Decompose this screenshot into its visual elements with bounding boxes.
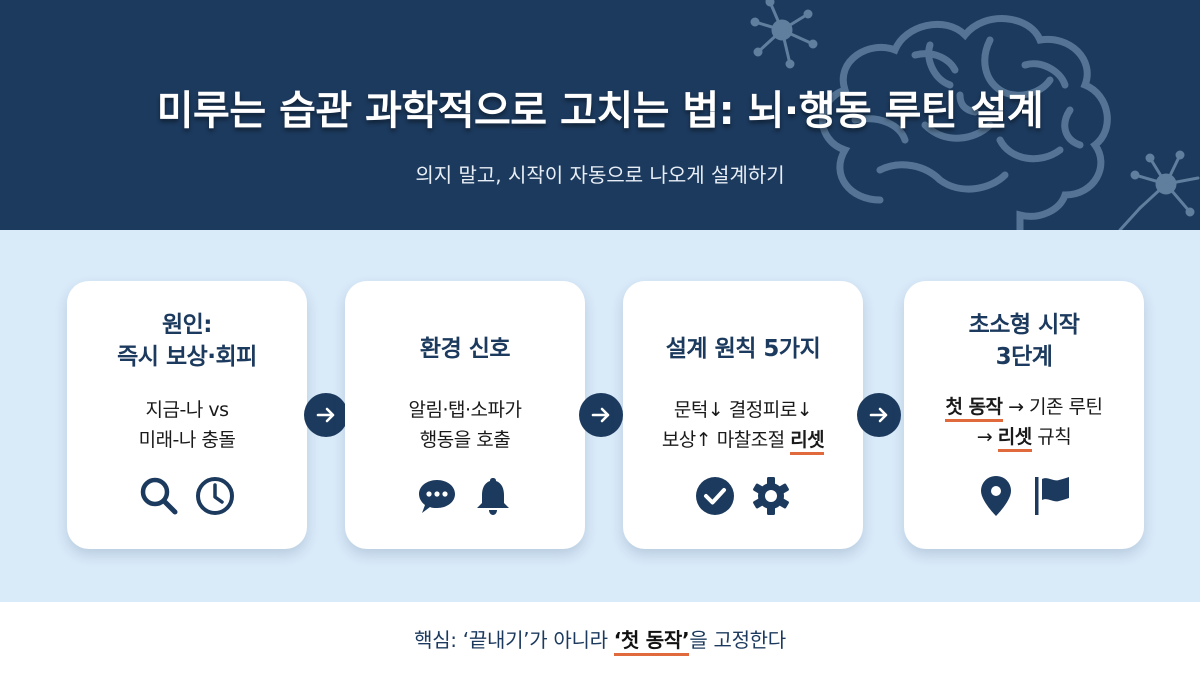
card-cause: 원인: 즉시 보상·회피 지금-나 vs 미래-나 충돌 [67, 281, 307, 549]
page-title: 미루는 습관 과학적으로 고치는 법: 뇌·행동 루틴 설계 [156, 88, 1044, 134]
card-title: 원인: 즉시 보상·회피 [67, 309, 307, 373]
card-title: 환경 신호 [345, 333, 585, 365]
card-title-line: 3단계 [995, 344, 1053, 370]
location-pin-icon [981, 476, 1011, 516]
arrow-right-icon [304, 393, 348, 437]
header-banner: 미루는 습관 과학적으로 고치는 법: 뇌·행동 루틴 설계 의지 말고, 시작… [0, 0, 1200, 230]
flag-icon [1035, 477, 1069, 515]
highlight-first-action: ‘첫 동작’ [613, 628, 690, 656]
card-icons [904, 474, 1144, 518]
card-title-line: 초소형 시작 [968, 312, 1080, 338]
card-body: 알림·탭·소파가 행동을 호출 [345, 395, 585, 455]
card-body: 문턱↓ 결정피로↓ 보상↑ 마찰조절 리셋 [623, 395, 863, 455]
card-body-text: 규칙 [1031, 426, 1072, 448]
card-body: 지금-나 vs 미래-나 충돌 [67, 395, 307, 455]
card-micro-start: 초소형 시작 3단계 첫 동작 → 기존 루틴 → 리셋 규칙 [904, 281, 1144, 549]
arrow-right-icon [579, 393, 623, 437]
card-icons [67, 474, 307, 518]
card-body-line: 보상↑ 마찰조절 리셋 [623, 425, 863, 455]
key-takeaway: 핵심: ‘끝내기’가 아니라 ‘첫 동작’을 고정한다 [0, 624, 1200, 656]
card-body-line: → 리셋 규칙 [904, 422, 1144, 452]
card-title-line: 환경 신호 [419, 336, 511, 362]
card-title-line: 설계 원칙 5가지 [665, 336, 821, 362]
page-subtitle: 의지 말고, 시작이 자동으로 나오게 설계하기 [415, 163, 785, 187]
card-body-line: 미래-나 충돌 [138, 429, 236, 451]
clock-icon [196, 477, 234, 515]
card-title-line: 즉시 보상·회피 [117, 344, 257, 370]
card-icons [623, 474, 863, 518]
footer-text-pre: 핵심: ‘끝내기’가 아니라 [414, 628, 614, 652]
card-environment-cues: 환경 신호 알림·탭·소파가 행동을 호출 [345, 281, 585, 549]
card-icons [345, 474, 585, 518]
arrow-right-icon [857, 393, 901, 437]
brain-decoration-icon [750, 0, 1200, 230]
highlight-reset: 리셋 [997, 426, 1032, 452]
chat-bubble-icon [419, 480, 455, 513]
card-body-line: 문턱↓ 결정피로↓ [673, 399, 813, 421]
card-body-line: 알림·탭·소파가 [408, 399, 522, 421]
card-body-text: 보상↑ 마찰조절 [661, 429, 791, 451]
card-title-line: 원인: [161, 312, 213, 338]
card-body-text: → [976, 426, 998, 448]
gear-icon [753, 477, 789, 515]
footer-text-post: 을 고정한다 [689, 628, 786, 652]
card-body: 첫 동작 → 기존 루틴 → 리셋 규칙 [904, 392, 1144, 452]
card-title: 설계 원칙 5가지 [623, 333, 863, 365]
card-title: 초소형 시작 3단계 [904, 309, 1144, 373]
card-design-principles: 설계 원칙 5가지 문턱↓ 결정피로↓ 보상↑ 마찰조절 리셋 [623, 281, 863, 549]
highlight-first-action: 첫 동작 [945, 396, 1003, 422]
highlight-reset: 리셋 [790, 429, 825, 455]
card-body-line: 첫 동작 → 기존 루틴 [904, 392, 1144, 422]
search-icon [140, 477, 178, 515]
check-circle-icon [696, 477, 734, 515]
card-body-line: 지금-나 vs [145, 399, 229, 421]
card-body-text: → 기존 루틴 [1002, 396, 1103, 418]
card-body-line: 행동을 호출 [419, 429, 511, 451]
bell-icon [477, 478, 509, 515]
